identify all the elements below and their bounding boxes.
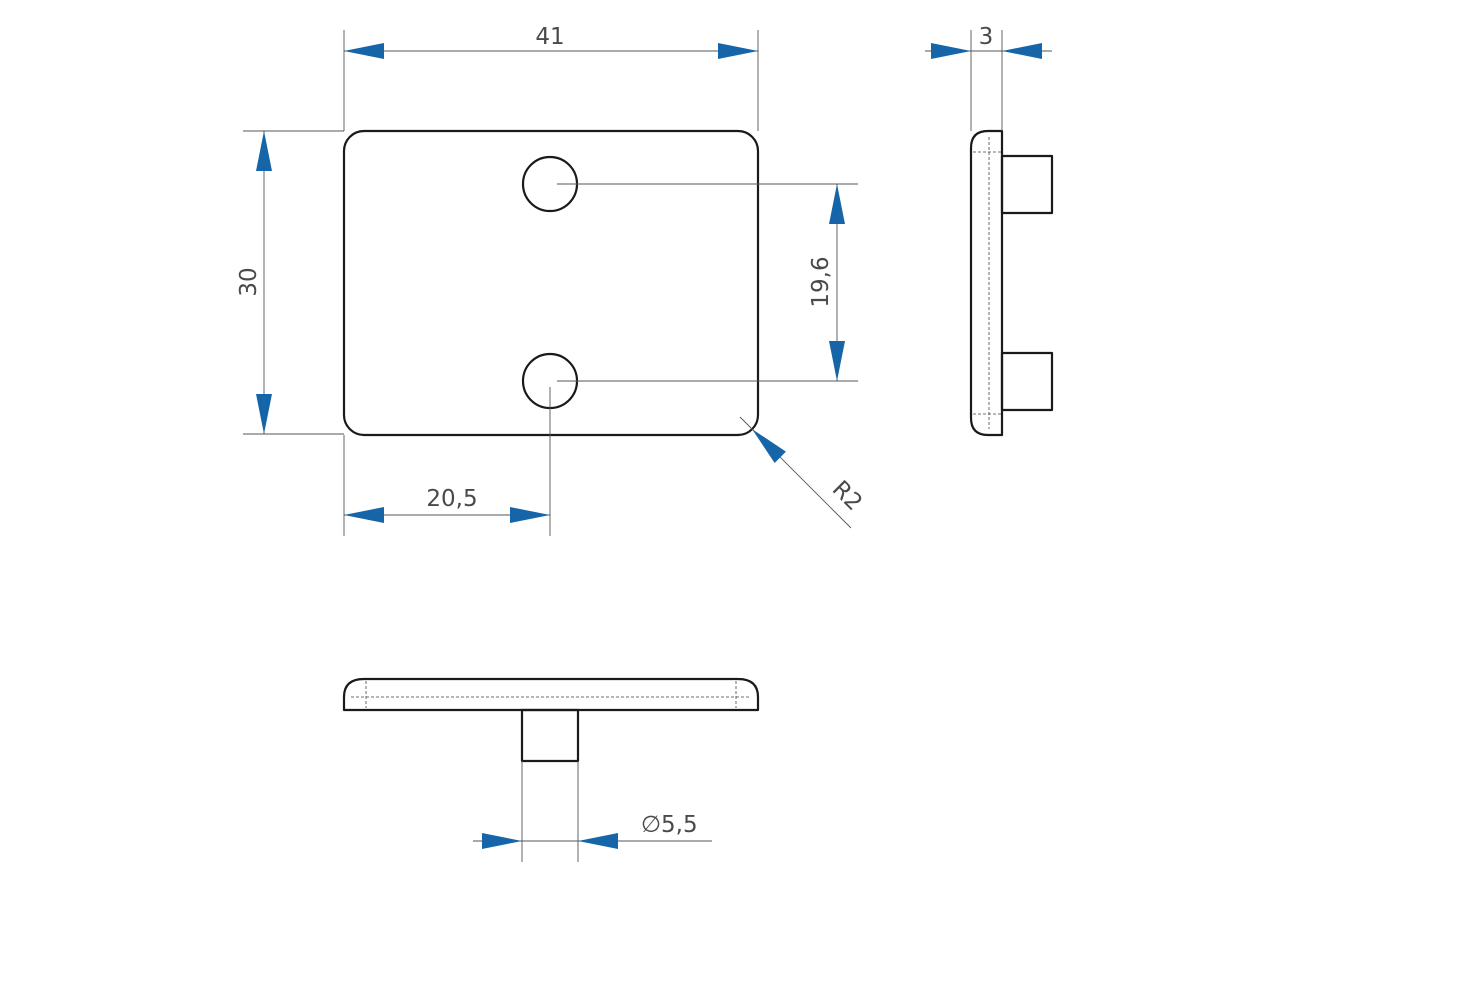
side-view — [969, 129, 1054, 437]
leader-line-radius-extension — [739, 416, 753, 430]
dimension-hole-offset: 20,5 — [343, 387, 551, 536]
bottom-view — [342, 677, 760, 763]
side-upper-peg — [1000, 154, 1054, 215]
dimension-label-height: 30 — [236, 267, 262, 296]
side-plate-outline — [969, 129, 1004, 437]
front-view — [342, 129, 760, 437]
bottom-peg — [520, 708, 580, 763]
dimension-label-peg-diameter: ∅5,5 — [641, 812, 698, 838]
dimension-hole-spacing: 19,6 — [557, 183, 858, 382]
bottom-plate-outline — [342, 677, 760, 712]
dimension-peg-diameter: ∅5,5 — [473, 761, 712, 862]
dimension-label-thickness: 3 — [979, 24, 994, 50]
dimension-label-width: 41 — [535, 24, 564, 50]
side-lower-peg — [1000, 351, 1054, 412]
plate-outline — [342, 129, 760, 437]
dimension-height: 30 — [236, 130, 344, 435]
dimension-thickness: 3 — [925, 24, 1052, 131]
dimension-label-hole-spacing: 19,6 — [808, 256, 834, 307]
dimension-label-hole-offset: 20,5 — [426, 486, 477, 512]
leader-line-radius — [751, 428, 852, 529]
dimension-width: 41 — [343, 24, 759, 131]
dimension-corner-radius: R2 — [739, 416, 867, 529]
